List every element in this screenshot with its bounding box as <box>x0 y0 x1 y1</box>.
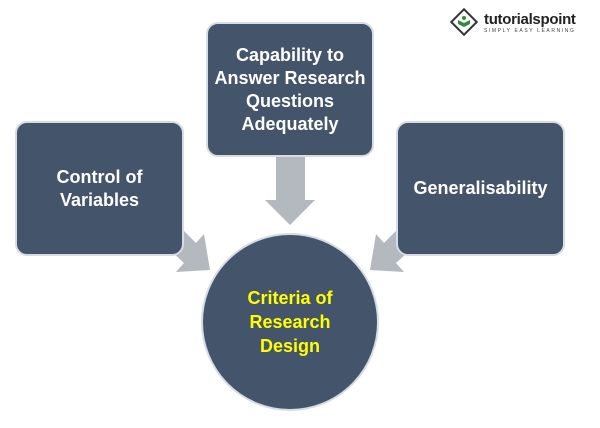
logo-brand: tutorialspoint <box>484 10 576 28</box>
node-control-label: Control of Variables <box>56 166 143 210</box>
node-capability: Capability to Answer Research Questions … <box>206 22 374 157</box>
node-generalisability-label: Generalisability <box>413 178 548 198</box>
node-generalisability: Generalisability <box>396 121 565 256</box>
tutorialspoint-logo: tutorialspoint SIMPLY EASY LEARNING <box>450 8 576 36</box>
node-control-of-variables: Control of Variables <box>15 121 184 256</box>
center-node: Criteria of Research Design <box>201 233 379 411</box>
arrow-top-to-center <box>265 156 315 225</box>
logo-icon <box>450 8 478 36</box>
node-capability-label: Capability to Answer Research Questions … <box>214 44 366 134</box>
center-node-label: Criteria of Research Design <box>247 288 333 356</box>
logo-tagline: SIMPLY EASY LEARNING <box>484 27 576 34</box>
